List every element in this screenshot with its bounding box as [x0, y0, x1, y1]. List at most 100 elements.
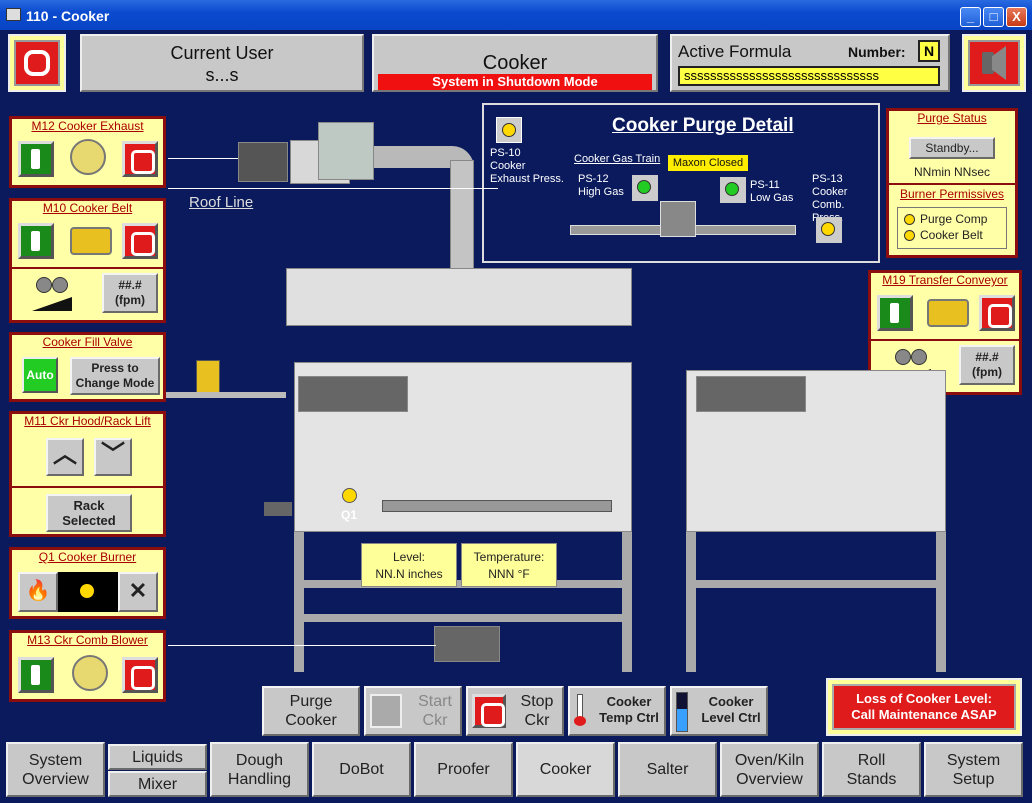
nav-roll-stands[interactable]: Roll Stands	[822, 742, 921, 797]
roof-line-label: Roof Line	[189, 194, 254, 211]
cooker-level-ctrl-button[interactable]: Cooker Level Ctrl	[670, 686, 768, 736]
m12-panel: M12 Cooker Exhaust	[9, 116, 166, 188]
start-cooker-label: Start Ckr	[418, 693, 452, 729]
belt-motor	[298, 376, 408, 412]
burner-on-button[interactable]: 🔥	[18, 572, 58, 612]
m19-speed-display[interactable]: ##.# (fpm)	[959, 345, 1015, 385]
purge-cooker-button[interactable]: Purge Cooker	[262, 686, 360, 736]
level-value: NN.N inches	[375, 567, 443, 581]
level-display: Level: NN.N inches	[361, 543, 457, 587]
cooker-level-ctrl-label: Cooker Level Ctrl	[701, 694, 761, 725]
m13-stop-button[interactable]	[122, 657, 158, 693]
m13-start-button[interactable]	[18, 657, 54, 693]
m10-start-button[interactable]	[18, 223, 54, 259]
nav-salter[interactable]: Salter	[618, 742, 717, 797]
comb-blower	[434, 626, 500, 662]
motor-icon	[70, 227, 112, 255]
nav-proofer[interactable]: Proofer	[414, 742, 513, 797]
alarm-text: Loss of Cooker Level: Call Maintenance A…	[832, 684, 1016, 730]
permissive-purge-comp: Purge Comp	[920, 212, 988, 226]
m10-stop-button[interactable]	[122, 223, 158, 259]
close-button[interactable]: X	[1006, 7, 1027, 27]
purge-status-title: Purge Status	[917, 111, 987, 125]
temperature-value: NNN °F	[488, 567, 530, 581]
permissive-cooker-belt: Cooker Belt	[920, 228, 983, 242]
purge-status-panel: Purge Status Standby... NNmin NNsec Burn…	[886, 108, 1018, 258]
alarm-silence-button[interactable]	[962, 34, 1026, 92]
purge-timer: NNmin NNsec	[913, 165, 990, 179]
temperature-label: Temperature:	[473, 550, 545, 564]
hood-lower-button[interactable]: ﹀	[94, 438, 132, 476]
flame-icon: 🔥	[25, 580, 51, 602]
formula-label: Active Formula	[678, 42, 792, 61]
formula-panel: Active Formula Number: N sssssssssssssss…	[670, 34, 950, 92]
m19-start-button[interactable]	[877, 295, 913, 331]
current-user-label: Current User	[170, 43, 274, 63]
cooker-hood	[286, 268, 632, 326]
alarm-banner[interactable]: Loss of Cooker Level: Call Maintenance A…	[826, 678, 1022, 736]
minimize-button[interactable]: _	[960, 7, 981, 27]
window-title: 110 - Cooker	[26, 8, 110, 24]
screen-title: Cooker	[482, 52, 548, 74]
thermometer-icon	[574, 694, 586, 728]
maximize-button[interactable]: □	[983, 7, 1004, 27]
title-bar: 110 - Cooker _ □ X	[0, 0, 1032, 30]
m12-stop-button[interactable]	[122, 141, 158, 177]
blower-icon	[72, 655, 108, 691]
m10-speed-display[interactable]: ##.# (fpm)	[102, 273, 158, 313]
temperature-display: Temperature: NNN °F	[461, 543, 557, 587]
m12-start-button[interactable]	[18, 141, 54, 177]
purge-detail-title: Cooker Purge Detail	[612, 115, 794, 136]
start-cooker-button[interactable]: Start Ckr	[364, 686, 462, 736]
formula-number[interactable]: N	[918, 40, 940, 62]
rack-selected-button[interactable]: Rack Selected	[46, 494, 132, 532]
maxon-valve	[660, 201, 696, 237]
m12-title: M12 Cooker Exhaust	[31, 119, 144, 133]
ps13-label: PS-13 Cooker Comb. Press.	[812, 173, 848, 224]
nav-system-overview[interactable]: System Overview	[6, 742, 105, 797]
hood-raise-button[interactable]: ︿	[46, 438, 84, 476]
stop-cooker-label: Stop Ckr	[520, 693, 554, 729]
m11-title: M11 Ckr Hood/Rack Lift	[24, 414, 151, 428]
q1-panel: Q1 Cooker Burner 🔥 ✕	[9, 547, 166, 619]
cooker-temp-ctrl-button[interactable]: Cooker Temp Ctrl	[568, 686, 666, 736]
nav-mixer[interactable]: Mixer	[108, 771, 207, 797]
m13-title: M13 Ckr Comb Blower	[27, 633, 148, 647]
ps10-label: PS-10 Cooker Exhaust Press.	[490, 147, 564, 185]
fill-valve-title: Cooker Fill Valve	[42, 335, 133, 349]
m10-panel: M10 Cooker Belt ##.# (fpm)	[9, 198, 166, 323]
burner-off-button[interactable]: ✕	[118, 572, 158, 612]
m19-stop-button[interactable]	[979, 295, 1015, 331]
nav-cooker[interactable]: Cooker	[516, 742, 615, 797]
screen-title-panel: Cooker System in Shutdown Mode	[372, 34, 658, 92]
permissives-title: Burner Permissives	[899, 187, 1005, 201]
change-mode-button[interactable]: Press to Change Mode	[70, 357, 160, 395]
stop-cooker-button[interactable]: Stop Ckr	[466, 686, 564, 736]
ps11-label: PS-11 Low Gas	[750, 179, 794, 204]
fill-valve-auto-indicator: Auto	[22, 357, 58, 393]
mode-banner: System in Shutdown Mode	[378, 74, 652, 90]
conveyor-motor	[696, 376, 806, 412]
m10-title: M10 Cooker Belt	[42, 201, 133, 215]
m13-panel: M13 Ckr Comb Blower	[9, 630, 166, 702]
nav-oven-kiln-overview[interactable]: Oven/Kiln Overview	[720, 742, 819, 797]
maxon-status: Maxon Closed	[668, 155, 748, 171]
q1-title: Q1 Cooker Burner	[38, 550, 137, 564]
emergency-stop-button[interactable]	[8, 34, 66, 92]
nav-system-setup[interactable]: System Setup	[924, 742, 1023, 797]
stop-icon	[24, 50, 50, 76]
nav-dobot[interactable]: DoBot	[312, 742, 411, 797]
formula-name[interactable]: ssssssssssssssssssssssssssssss	[678, 66, 940, 86]
app-icon	[6, 8, 21, 21]
gas-train-label: Cooker Gas Train	[574, 153, 661, 165]
nav-dough-handling[interactable]: Dough Handling	[210, 742, 309, 797]
roof-line	[168, 188, 498, 189]
nav-liquids[interactable]: Liquids	[108, 744, 207, 770]
speaker-icon	[982, 52, 994, 74]
current-user-panel: Current User s...s	[80, 34, 364, 92]
m19-title: M19 Transfer Conveyor	[882, 273, 1008, 287]
cooker-temp-ctrl-label: Cooker Temp Ctrl	[599, 694, 659, 725]
burner-status-light	[80, 584, 94, 598]
purge-state-display: Standby...	[909, 137, 995, 159]
permissives-list: Purge Comp Cooker Belt	[897, 207, 1007, 249]
